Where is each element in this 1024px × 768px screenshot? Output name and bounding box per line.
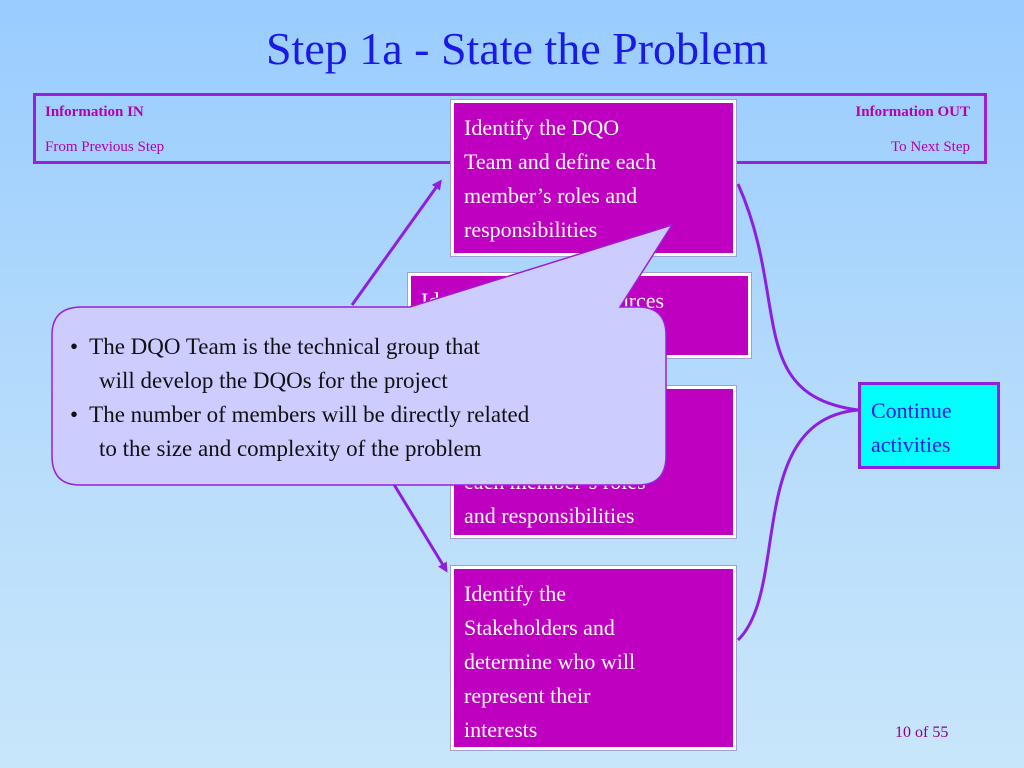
- callout-bullet: • The number of members will be directly…: [70, 398, 650, 466]
- from-previous-step-label: From Previous Step: [45, 139, 165, 155]
- step-4-line: represent their: [464, 683, 591, 708]
- page-number: 10 of 55: [895, 724, 949, 741]
- continue-line: activities: [871, 432, 951, 457]
- callout-bullet-text: The DQO Team is the technical group that: [89, 334, 480, 359]
- step-1-line: member’s roles and: [464, 183, 638, 208]
- step-1-line: responsibilities: [464, 217, 598, 242]
- to-next-step-label: To Next Step: [891, 139, 970, 155]
- callout-bullet-text: The number of members will be directly r…: [89, 402, 530, 427]
- callout-bullet-continuation: will develop the DQOs for the project: [99, 368, 448, 393]
- bullet-marker: •: [70, 334, 79, 359]
- step-box-identify-stakeholders: Identify the Stakeholders and determine …: [451, 566, 736, 750]
- step-3-line: and responsibilities: [464, 503, 635, 528]
- step-4-line: Identify the: [464, 581, 567, 606]
- callout-bullet-first-line: • The number of members will be directly…: [70, 398, 650, 432]
- continue-activities-box: Continue activities: [858, 382, 1000, 469]
- callout-bullet-first-line: • The DQO Team is the technical group th…: [70, 330, 650, 364]
- step-4-line: Stakeholders and: [464, 615, 615, 640]
- slide-title: Step 1a - State the Problem: [265, 23, 769, 74]
- information-out-heading: Information OUT: [855, 104, 970, 120]
- bullet-marker: •: [70, 402, 79, 427]
- information-in-heading: Information IN: [45, 104, 144, 120]
- callout-text: • The DQO Team is the technical group th…: [70, 330, 650, 466]
- step-4-line: determine who will: [464, 649, 636, 674]
- step-4-line: interests: [464, 717, 538, 742]
- step-box-identify-dqo-team: Identify the DQO Team and define each me…: [451, 100, 736, 256]
- callout-bullet-continuation: to the size and complexity of the proble…: [99, 436, 482, 461]
- continue-line: Continue: [871, 398, 952, 423]
- step-1-line: Identify the DQO: [464, 115, 620, 140]
- callout-bullet: • The DQO Team is the technical group th…: [70, 330, 650, 398]
- step-1-line: Team and define each: [464, 149, 657, 174]
